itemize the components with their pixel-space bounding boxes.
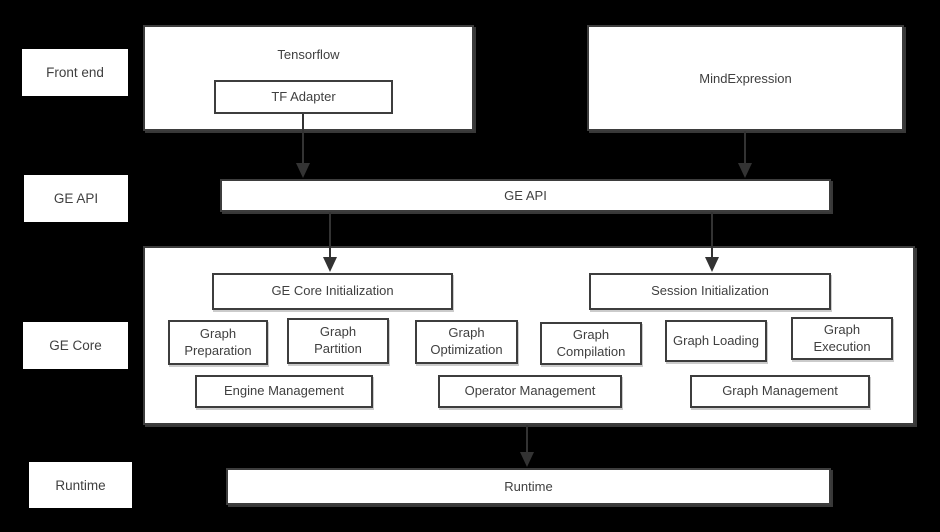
box-graph-loading: Graph Loading xyxy=(665,320,767,362)
box-operator-management: Operator Management xyxy=(438,375,622,408)
box-graph-compilation: Graph Compilation xyxy=(540,322,642,365)
row-label-ge-api: GE API xyxy=(24,175,128,222)
box-graph-preparation: Graph Preparation xyxy=(168,320,268,365)
box-engine-management: Engine Management xyxy=(195,375,373,408)
box-graph-optimization: Graph Optimization xyxy=(415,320,518,364)
box-session-initialization: Session Initialization xyxy=(589,273,831,310)
box-graph-execution: Graph Execution xyxy=(791,317,893,360)
box-ge-core-initialization: GE Core Initialization xyxy=(212,273,453,310)
row-label-front-end: Front end xyxy=(22,49,128,96)
tensorflow-label: Tensorflow xyxy=(277,47,340,62)
mind-expression-box: MindExpression xyxy=(587,25,904,131)
row-label-ge-core: GE Core xyxy=(23,322,128,369)
box-graph-partition: Graph Partition xyxy=(287,318,389,364)
row-label-runtime: Runtime xyxy=(29,462,132,508)
ge-api-bar: GE API xyxy=(220,179,831,212)
box-graph-management: Graph Management xyxy=(690,375,870,408)
ge-core-container: GE Core Initialization Session Initializ… xyxy=(143,246,915,425)
tensorflow-box: Tensorflow TF Adapter xyxy=(143,25,474,131)
tf-adapter-box: TF Adapter xyxy=(214,80,393,114)
runtime-bar: Runtime xyxy=(226,468,831,505)
